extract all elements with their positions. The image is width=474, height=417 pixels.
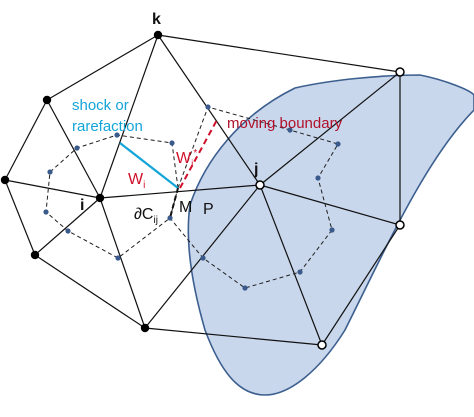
node-open [317,340,327,350]
mesh-edge [46,99,101,199]
dual-vertex [167,215,173,221]
node-filled [0,175,10,185]
dual-vertex [65,228,71,234]
moving-boundary-dashed-line [179,117,219,189]
dual-cell-i [45,134,179,259]
label-i: i [80,197,84,214]
node-filled [42,95,52,105]
node-i [95,193,105,203]
dual-vertex [47,169,53,175]
node-open [395,67,405,77]
mesh-edge [157,34,401,73]
mesh-edge [144,327,323,346]
label-j: j [253,161,258,178]
label-m: M [179,199,192,216]
mesh-edge [4,179,101,199]
dual-vertex [287,127,293,133]
mesh-open-nodes [255,67,405,350]
mesh-edge [99,184,261,199]
label-k: k [152,11,161,28]
moving-boundary-region [187,74,474,396]
label-moving-boundary: moving boundary [227,115,343,132]
shock-line [119,142,179,189]
dual-vertex [297,269,303,275]
label-wi: Wi [128,171,145,191]
node-j [255,180,265,190]
label-wi-star: Wi* [176,148,197,170]
dual-vertex [335,141,341,147]
node-open [395,220,405,230]
dual-vertex [329,227,335,233]
dual-vertex [315,175,321,181]
mesh-edge [259,71,401,186]
dual-vertex [200,255,206,261]
dual-vertex [205,104,211,110]
label-dcij: ∂Cij [134,206,158,226]
dual-vertex [242,285,248,291]
mesh-edge [259,184,401,226]
mesh-edge [259,184,323,346]
label-p: P [203,201,214,218]
face-dashed-line [169,187,179,219]
node-filled [30,250,40,260]
mesh-edge [4,179,36,256]
dual-vertex [114,132,120,138]
dual-vertices [43,104,341,291]
dual-vertex [43,209,49,215]
node-filled [140,323,150,333]
mesh-edge [4,99,48,181]
mesh-edge [34,254,146,329]
primary-mesh-edges [4,34,401,346]
mesh-edge [34,197,101,256]
node-k [153,30,163,40]
mesh-edge [46,34,159,101]
mesh-nodes [0,30,163,333]
dual-vertex [74,145,80,151]
dual-cell-j [169,106,339,289]
mesh-edge [99,197,146,329]
label-shock-or-rarefaction: shock or rarefaction [72,97,143,135]
dual-vertex [169,140,175,146]
mesh-edge [157,34,261,186]
dual-vertex [115,255,121,261]
dual-cell-boundaries [45,106,339,289]
mesh-edge [99,34,159,199]
mesh-edge [321,224,401,346]
